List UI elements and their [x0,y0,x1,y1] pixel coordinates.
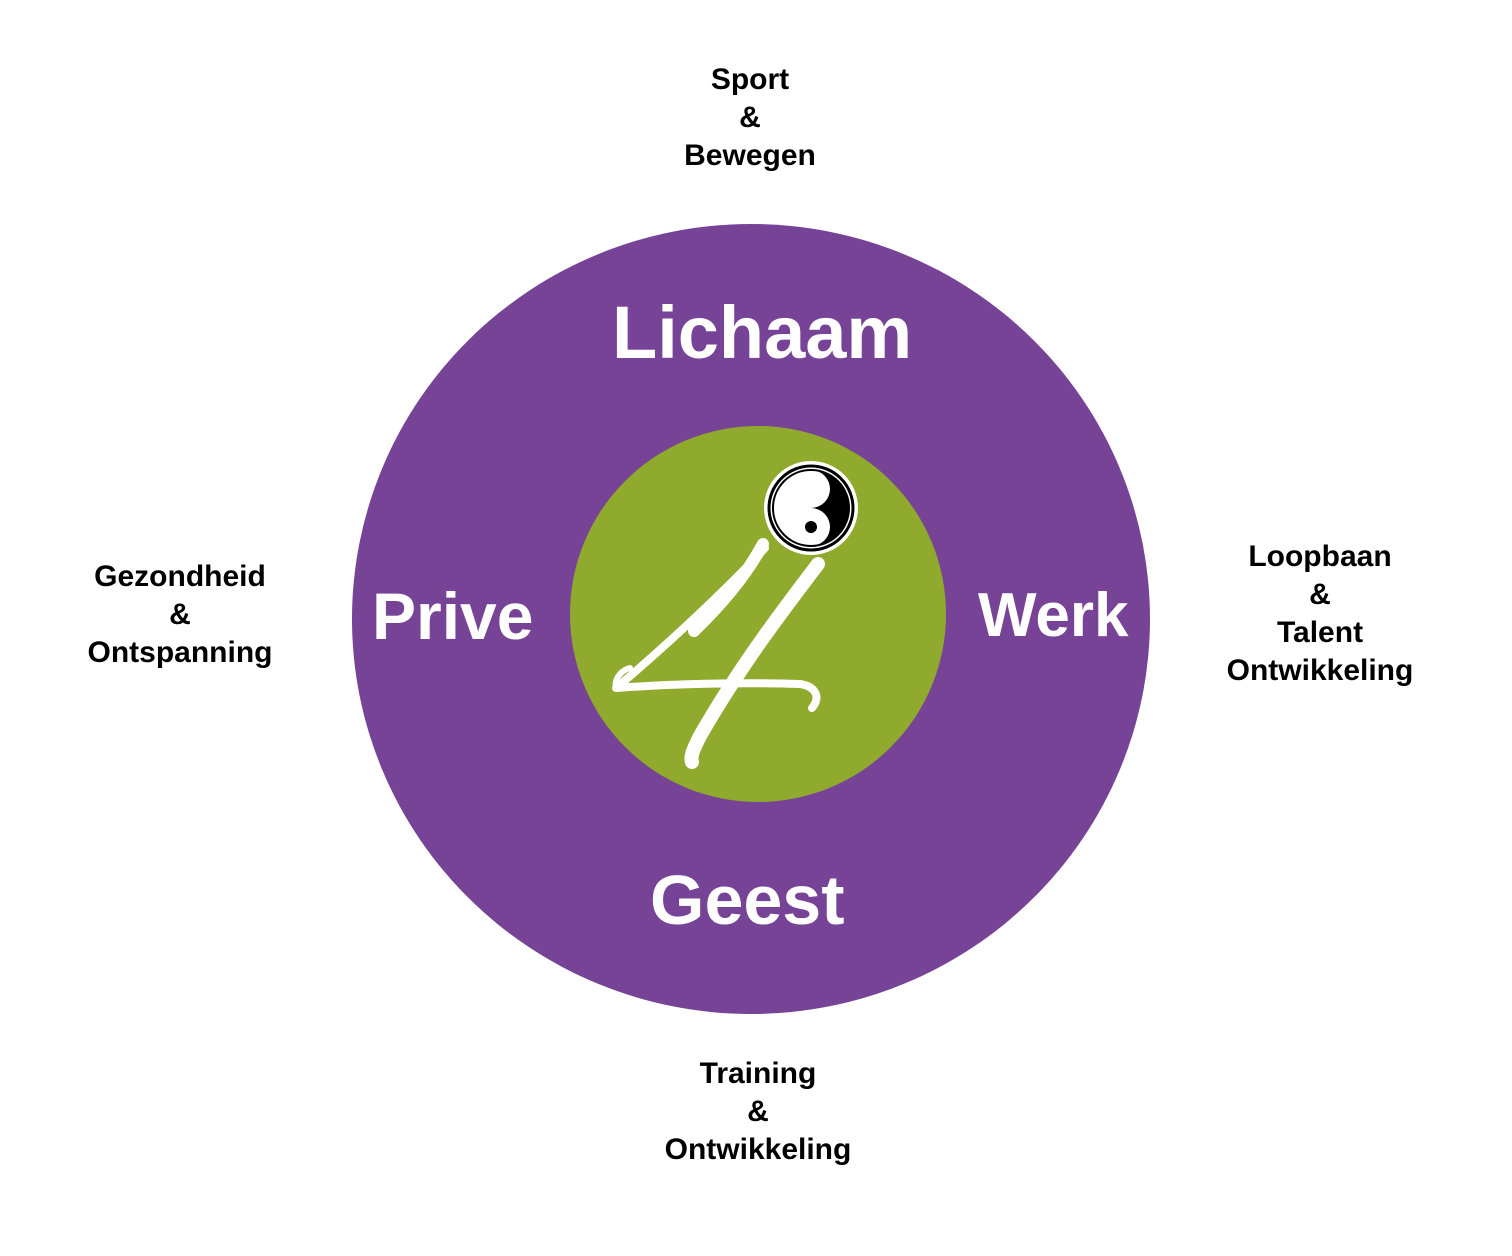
ring-label-werk: Werk [978,581,1129,650]
outer-label-top: Sport & Bewegen [590,61,910,175]
outer-label-left-line-1: Gezondheid [94,560,266,593]
yin-yang-icon [764,461,858,555]
inner-circle [570,426,946,802]
outer-label-top-line-2: & [739,101,761,134]
four-glyph-icon [612,538,825,769]
outer-label-top-line-1: Sport [710,63,790,96]
outer-label-right-line-1: Loopbaan [1248,540,1392,573]
ring-label-lichaam: Lichaam [612,291,913,374]
ring-label-geest: Geest [650,861,845,939]
outer-label-right-line-4: Ontwikkeling [1226,654,1414,687]
outer-label-bottom-line-2: & [747,1095,769,1128]
outer-label-right-line-2: & [1309,578,1331,611]
outer-label-right: Loopbaan & Talent Ontwikkeling [1160,538,1480,690]
outer-label-bottom-line-3: Ontwikkeling [664,1133,852,1166]
outer-label-right-line-3: Talent [1276,616,1364,649]
outer-label-left-line-2: & [169,598,191,631]
yin-yang-4-icon [600,456,880,776]
outer-label-bottom: Training & Ontwikkeling [598,1055,918,1169]
outer-label-top-line-3: Bewegen [684,139,816,172]
outer-label-left: Gezondheid & Ontspanning [20,558,340,672]
outer-label-bottom-line-1: Training [699,1057,817,1090]
ring-label-prive: Prive [372,579,534,653]
outer-label-left-line-3: Ontspanning [87,636,273,669]
